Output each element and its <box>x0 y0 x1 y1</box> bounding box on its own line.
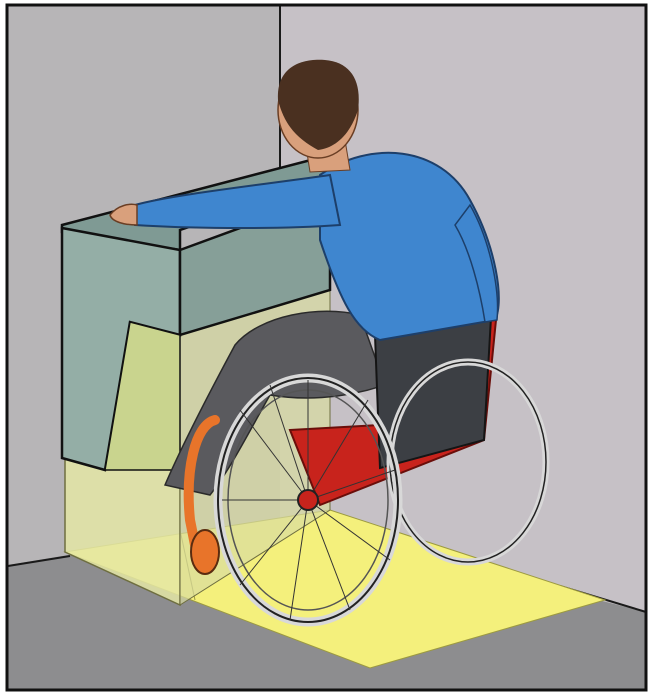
front-caster-wheel <box>191 530 219 574</box>
wheel-hub <box>298 490 318 510</box>
